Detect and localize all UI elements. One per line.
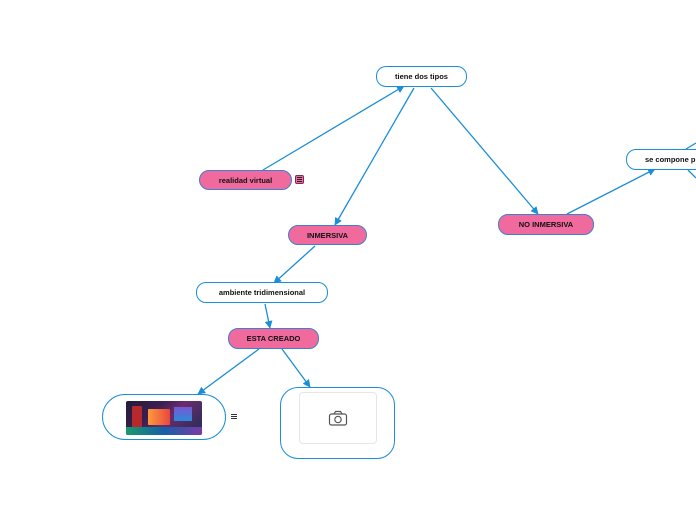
connector-root-to-no-inmersiva <box>430 87 539 215</box>
image-topic[interactable] <box>102 394 226 440</box>
connector-se-compone-offscreen <box>685 142 696 150</box>
camera-placeholder-topic[interactable] <box>280 387 395 459</box>
connector-se-compone-offscreen-2 <box>687 169 696 179</box>
camera-icon <box>328 410 348 426</box>
topic-no-inmersiva[interactable]: NO INMERSIVA <box>498 214 594 235</box>
topic-tiene-dos-tipos[interactable]: tiene dos tipos <box>376 66 467 87</box>
connector-esta-creado-to-image <box>197 348 260 395</box>
connector-inmersiva-to-ambiente <box>273 245 316 284</box>
connector-realidad-to-root <box>262 85 405 171</box>
topic-ambiente-tridimensional[interactable]: ambiente tridimensional <box>196 282 328 303</box>
topic-se-compone[interactable]: se compone p <box>626 149 696 170</box>
image-placeholder[interactable] <box>299 392 377 444</box>
vr-gaming-setup-image <box>126 401 202 435</box>
note-icon[interactable] <box>231 413 238 420</box>
topic-inmersiva[interactable]: INMERSIVA <box>288 225 367 245</box>
connector-ambiente-to-esta-creado <box>264 303 273 329</box>
connector-root-to-inmersiva <box>334 87 415 226</box>
connector-esta-creado-to-camera <box>281 348 311 388</box>
topic-esta-creado[interactable]: ESTA CREADO <box>228 328 319 349</box>
note-icon[interactable] <box>295 175 304 184</box>
connector-no-inmersiva-to-se-compone <box>566 168 656 215</box>
topic-realidad-virtual[interactable]: realidad virtual <box>199 170 292 190</box>
